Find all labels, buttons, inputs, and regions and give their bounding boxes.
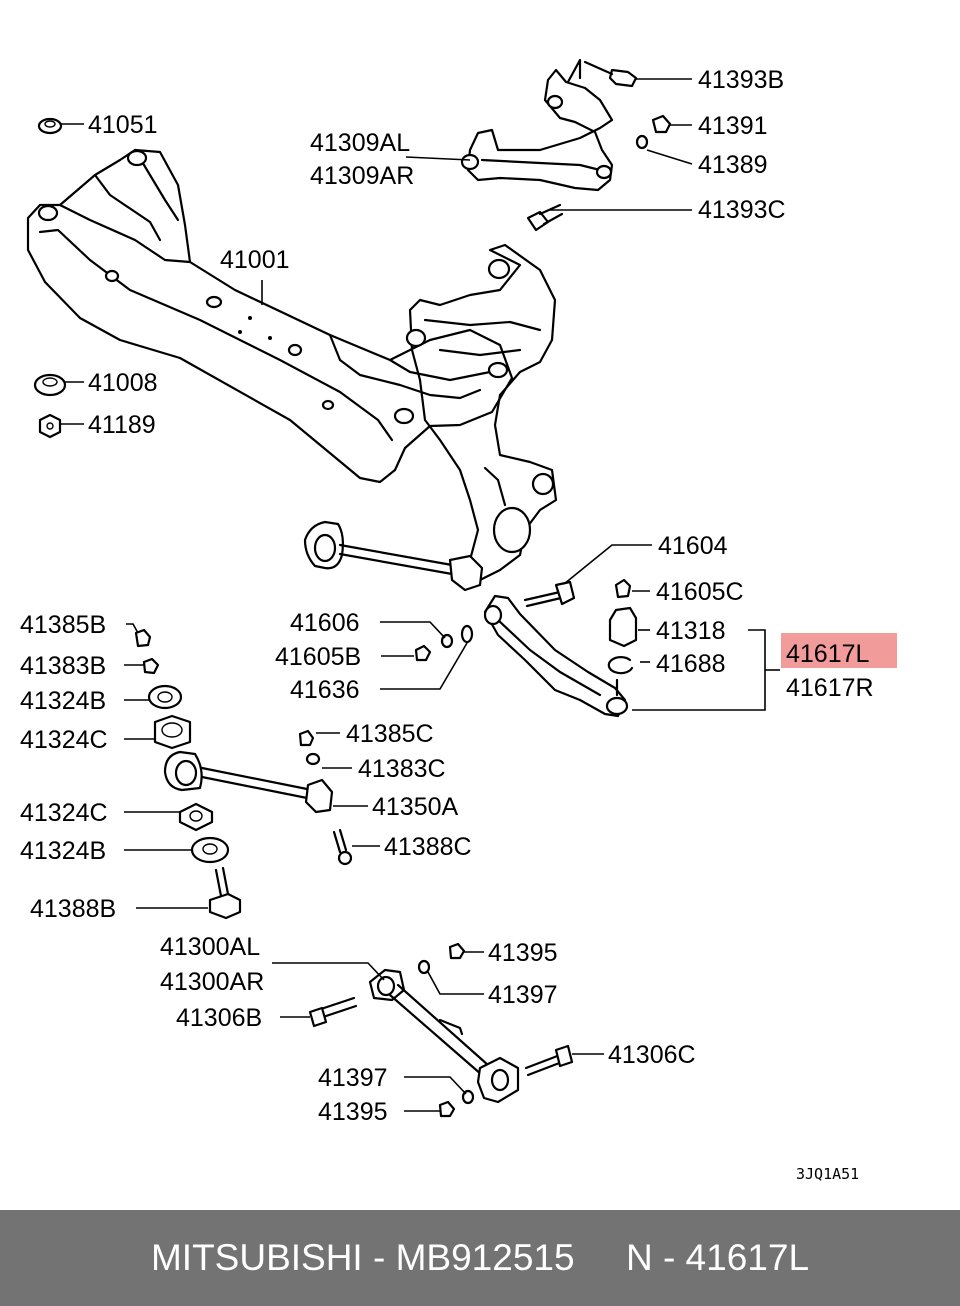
label-41051: 41051 <box>88 111 158 139</box>
label-41306B: 41306B <box>176 1004 262 1032</box>
label-41324B-bottom: 41324B <box>20 837 106 865</box>
label-41393C: 41393C <box>698 196 786 224</box>
label-41617R: 41617R <box>786 674 874 702</box>
label-41605C: 41605C <box>656 578 744 606</box>
upper-arm-41309-drawing <box>460 58 614 192</box>
label-41385C: 41385C <box>346 720 434 748</box>
footer-part-text: MITSUBISHI - MB912515 N - 41617L <box>150 1237 810 1278</box>
label-41395-bottom: 41395 <box>318 1098 388 1126</box>
label-41389: 41389 <box>698 151 768 179</box>
label-41636: 41636 <box>290 676 360 704</box>
label-41391: 41391 <box>698 112 768 140</box>
hardware-drawings <box>33 60 672 439</box>
parts-diagram: 41393B 41051 41391 41309AL 41309AR 41389… <box>20 58 897 1183</box>
label-41388C: 41388C <box>384 833 472 861</box>
part-labels: 41393B 41051 41391 41309AL 41309AR 41389… <box>20 66 874 1126</box>
label-41393B: 41393B <box>698 66 784 94</box>
label-41309AL: 41309AL <box>310 129 410 157</box>
label-41688: 41688 <box>656 650 726 678</box>
label-41001: 41001 <box>220 246 290 274</box>
label-41395-top: 41395 <box>488 939 558 967</box>
label-41300AR: 41300AR <box>160 968 264 996</box>
label-41388B: 41388B <box>30 895 116 923</box>
knuckle-drawing <box>405 243 558 582</box>
label-41324B-top: 41324B <box>20 687 106 715</box>
label-41604: 41604 <box>658 532 728 560</box>
label-41318: 41318 <box>656 617 726 645</box>
footer-bar: MITSUBISHI - MB912515 N - 41617L <box>0 1210 960 1306</box>
trailing-link-41300-drawing <box>308 942 574 1118</box>
leader-lines <box>60 78 780 1112</box>
lateral-rod-upper-drawing <box>303 520 484 592</box>
label-41306C: 41306C <box>608 1041 696 1069</box>
label-41324C-top: 41324C <box>20 726 108 754</box>
label-41350A: 41350A <box>372 793 459 821</box>
crossmember-drawing <box>26 148 514 484</box>
highlight-41617L <box>781 633 897 668</box>
lower-arm-41617-drawing <box>414 578 638 718</box>
label-41008: 41008 <box>88 369 158 397</box>
label-41605B: 41605B <box>275 643 361 671</box>
label-41300AL: 41300AL <box>160 933 260 961</box>
drawing-code: 3JQ1A51 <box>796 1165 859 1183</box>
label-41606: 41606 <box>290 609 360 637</box>
label-41397-top: 41397 <box>488 981 558 1009</box>
lateral-link-41350A-drawing <box>134 628 353 920</box>
label-41189: 41189 <box>88 411 156 439</box>
label-41383C: 41383C <box>358 755 446 783</box>
label-41617L: 41617L <box>786 640 870 668</box>
label-41383B: 41383B <box>20 652 106 680</box>
label-41397-bottom: 41397 <box>318 1064 388 1092</box>
label-41385B: 41385B <box>20 611 106 639</box>
label-41309AR: 41309AR <box>310 162 414 190</box>
label-41324C-bottom: 41324C <box>20 799 108 827</box>
